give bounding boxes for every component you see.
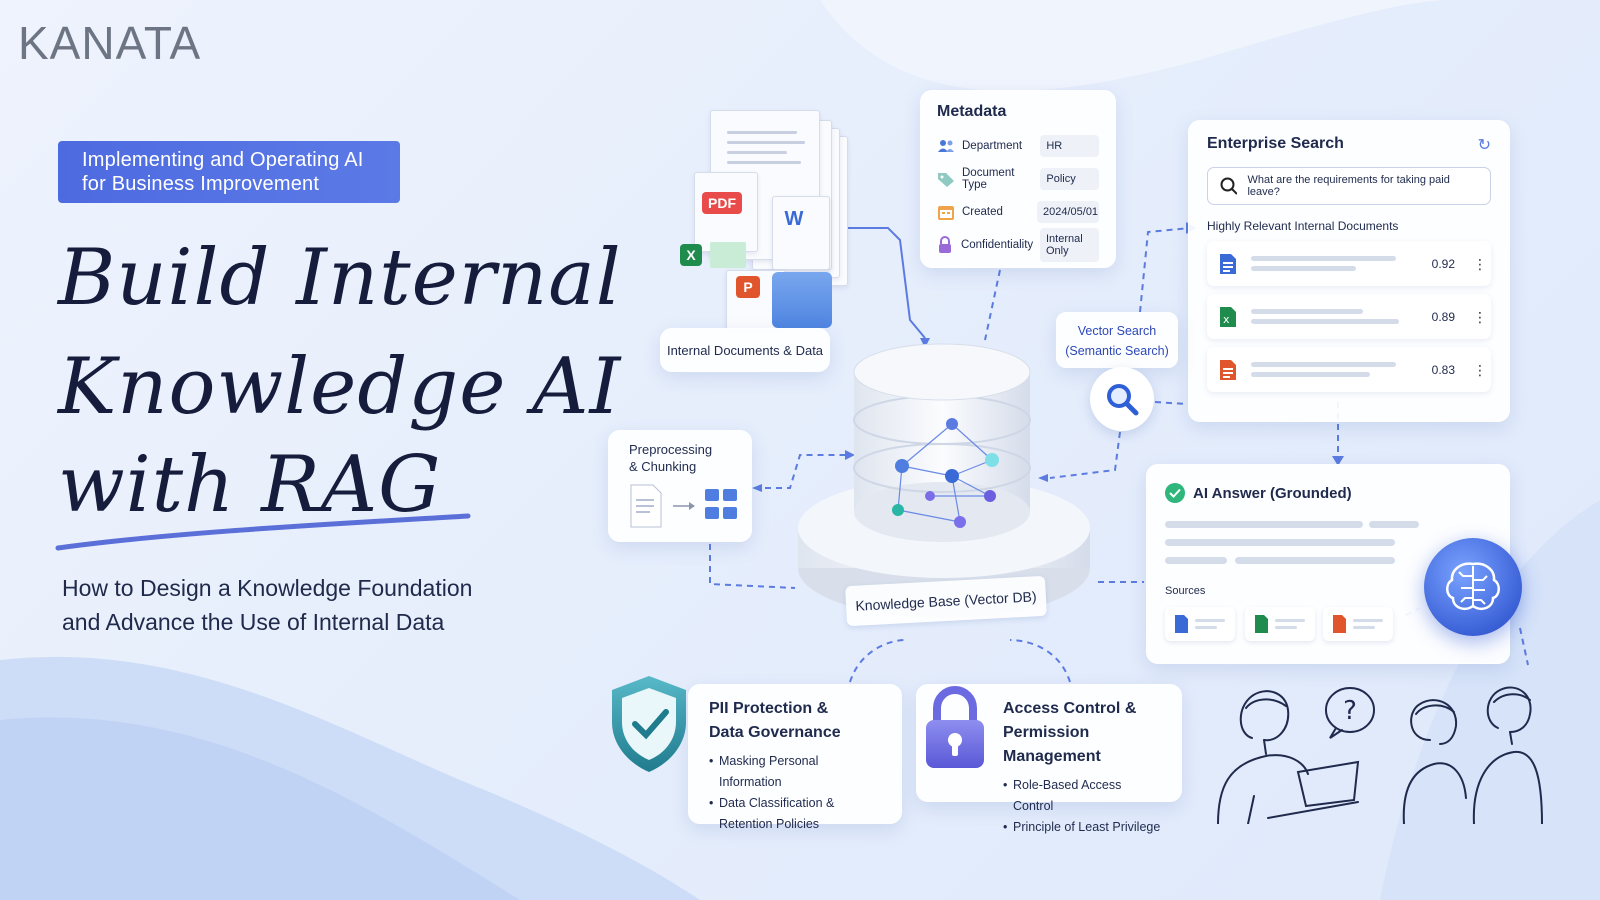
answer-title: AI Answer (Grounded): [1193, 484, 1352, 502]
documents-label: Internal Documents & Data: [660, 328, 830, 372]
metadata-value: Policy: [1040, 167, 1099, 190]
title-line-1: Build Internal: [58, 233, 622, 323]
result-row[interactable]: 0.83 ⋮: [1207, 347, 1491, 392]
subtitle-line-1: How to Design a Knowledge Foundation: [62, 575, 473, 601]
result-row[interactable]: x 0.89 ⋮: [1207, 294, 1491, 339]
ai-answer-panel: AI Answer (Grounded) Sources: [1146, 464, 1510, 664]
folder-icon: [772, 272, 832, 328]
calendar-icon: [937, 204, 955, 220]
pii-title-line-2: Data Governance: [709, 724, 841, 741]
search-query: What are the requirements for taking pai…: [1247, 174, 1450, 198]
lock-icon: [937, 235, 954, 253]
access-title-line-1: Access Control &: [1003, 700, 1137, 717]
shield-icon: [612, 676, 686, 772]
svg-text:x: x: [1223, 313, 1230, 326]
metadata-value: Internal Only: [1039, 227, 1100, 262]
result-score: 0.83: [1431, 362, 1455, 377]
preprocessing-card: Preprocessing & Chunking: [608, 430, 752, 542]
more-options-icon[interactable]: ⋮: [1473, 255, 1487, 272]
word-doc-icon: [1220, 253, 1236, 274]
pii-protection-card: PII Protection & Data Governance Masking…: [688, 684, 902, 831]
badge-line-2: for Business Improvement: [82, 173, 320, 195]
title-underline: [55, 513, 471, 551]
list-item: Data Classification & Retention Policies: [709, 793, 881, 835]
excel-doc-icon: x: [1220, 306, 1236, 327]
list-item-text: Retention Policies: [719, 817, 820, 831]
subtitle-line-2: and Advance the Use of Internal Data: [62, 609, 445, 635]
people-icon: [937, 138, 955, 154]
access-title-line-2: Permission Management: [1003, 724, 1101, 765]
metadata-label: Confidentiality: [960, 238, 1034, 251]
check-icon: [1165, 483, 1185, 503]
pdf-tag: PDF: [702, 192, 742, 214]
ppt-doc-icon: [1220, 359, 1236, 380]
tag-icon: [937, 171, 955, 187]
excel-doc-icon: [1255, 615, 1305, 633]
badge-line-1: Implementing and Operating AI: [82, 149, 364, 171]
word-tag: W: [784, 208, 804, 230]
search-input[interactable]: What are the requirements for taking pai…: [1207, 167, 1491, 205]
category-badge: Implementing and Operating AI for Busine…: [58, 141, 400, 203]
more-options-icon[interactable]: ⋮: [1473, 361, 1487, 378]
people-illustration: ?: [1217, 686, 1543, 824]
vector-search-line-2: (Semantic Search): [1065, 344, 1169, 358]
result-row[interactable]: 0.92 ⋮: [1207, 241, 1491, 286]
title-line-2: Knowledge AI: [58, 342, 622, 432]
source-chip[interactable]: [1165, 607, 1235, 641]
list-item: Principle of Least Privilege: [1003, 817, 1161, 838]
source-chip[interactable]: [1245, 607, 1315, 641]
access-control-card: Access Control & Permission Management R…: [916, 684, 1182, 838]
access-list: Role-Based Access Control Principle of L…: [1003, 775, 1161, 838]
metadata-value: HR: [1040, 134, 1099, 157]
padlock-icon: [926, 686, 984, 768]
source-chip[interactable]: [1323, 607, 1393, 641]
magnifier-icon: [1107, 384, 1139, 416]
metadata-label: Created: [962, 205, 1003, 218]
metadata-label: Department: [962, 139, 1023, 152]
answer-title-row: AI Answer (Grounded): [1165, 483, 1491, 503]
sources-label: Sources: [1165, 585, 1206, 597]
ppt-tag: P: [736, 276, 760, 298]
metadata-label: Document Type: [962, 166, 1015, 191]
metadata-panel: Metadata Department HR Document Type Pol…: [920, 90, 1116, 268]
metadata-row: Confidentiality Internal Only: [937, 227, 1100, 262]
excel-tag: X: [680, 244, 702, 266]
list-item: Role-Based Access Control: [1003, 775, 1161, 817]
vector-search-label: Vector Search (Semantic Search): [1056, 312, 1178, 368]
title-line-3: with RAG: [58, 440, 442, 530]
metadata-row: Department HR: [937, 129, 1099, 162]
chunking-icon: [630, 484, 737, 528]
metadata-title: Metadata: [937, 103, 1007, 120]
metadata-row: Created 2024/05/01: [937, 195, 1099, 228]
preprocessing-line-1: Preprocessing: [629, 442, 713, 457]
ai-brain-icon: [1424, 538, 1522, 636]
list-item-text: Data Classification &: [719, 796, 835, 810]
result-score: 0.89: [1431, 309, 1455, 324]
brand-logo: KANATA: [18, 17, 202, 69]
documents-illustration: PDF W X P: [680, 100, 870, 330]
pii-list: Masking Personal Information Data Classi…: [709, 751, 881, 835]
results-label: Highly Relevant Internal Documents: [1207, 219, 1399, 233]
vector-search-line-1: Vector Search: [1077, 324, 1157, 338]
word-doc-icon: [1175, 615, 1225, 633]
metadata-value: 2024/05/01: [1037, 200, 1099, 223]
ppt-doc-icon: [1333, 615, 1383, 633]
subtitle: How to Design a Knowledge Foundation and…: [62, 571, 472, 639]
preprocessing-line-2: & Chunking: [629, 459, 697, 474]
search-icon: [1220, 177, 1238, 195]
pii-title-line-1: PII Protection &: [709, 700, 829, 717]
search-title: Enterprise Search: [1207, 135, 1344, 152]
metadata-row: Document Type Policy: [937, 162, 1099, 195]
more-options-icon[interactable]: ⋮: [1473, 308, 1487, 325]
list-item: Masking Personal Information: [709, 751, 881, 793]
vector-search-button[interactable]: [1090, 367, 1154, 431]
refresh-icon[interactable]: ↻: [1477, 137, 1491, 154]
result-score: 0.92: [1431, 256, 1455, 271]
enterprise-search-panel: Enterprise Search ↻ What are the require…: [1188, 120, 1510, 422]
question-mark: ?: [1343, 696, 1357, 726]
